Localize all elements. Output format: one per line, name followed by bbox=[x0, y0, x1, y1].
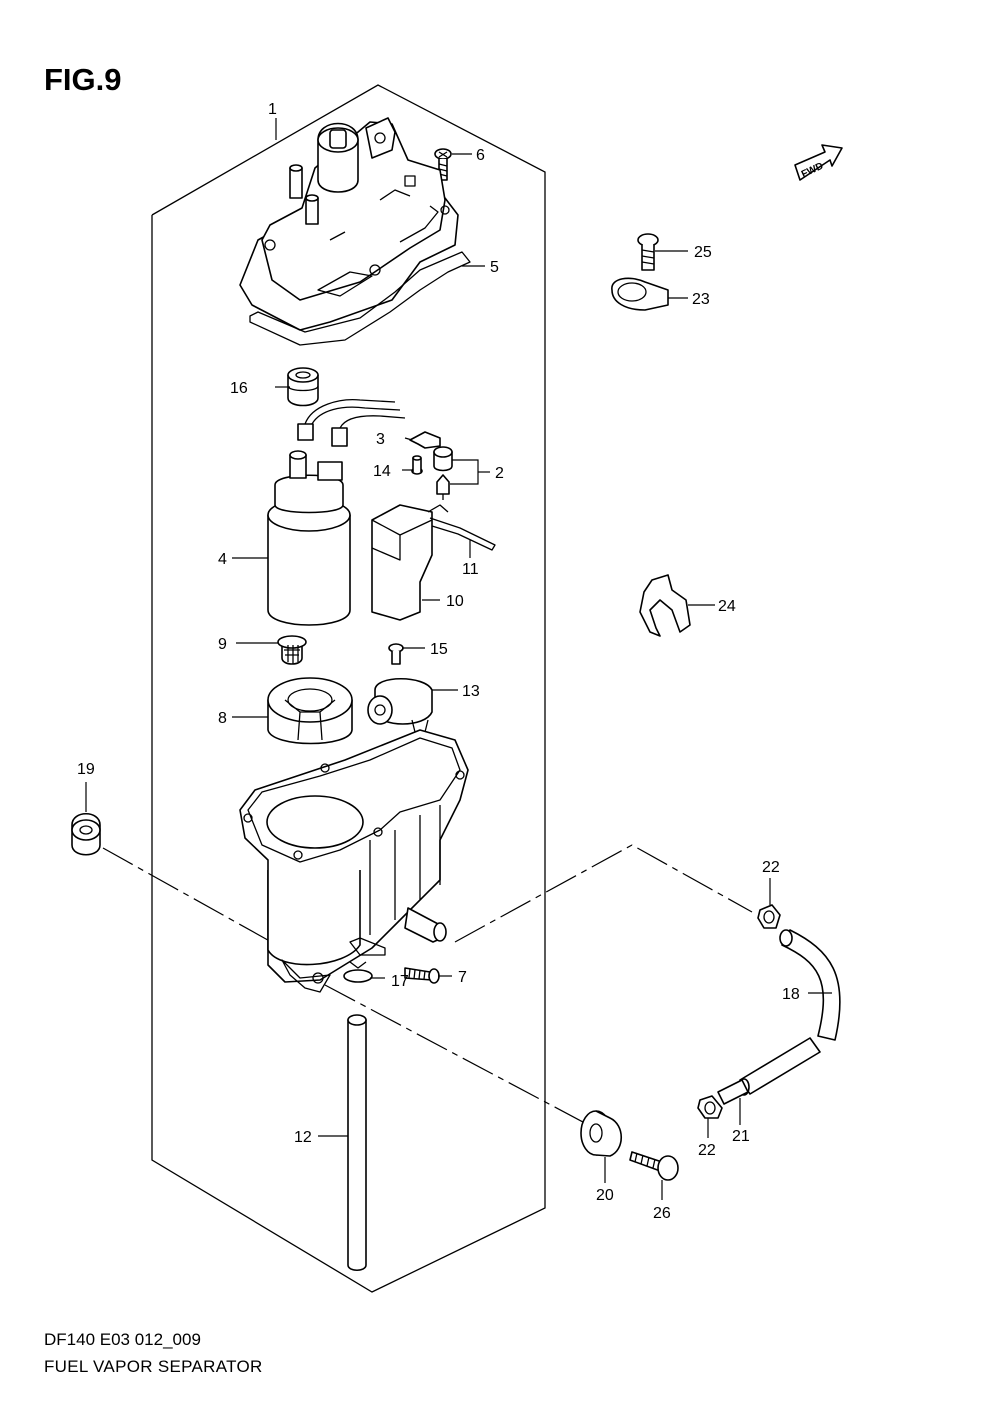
callout-14: 14 bbox=[373, 463, 391, 480]
part-8-holder bbox=[267, 677, 353, 745]
fwd-arrow-icon: FWD bbox=[794, 144, 843, 181]
part-22-clip-lower bbox=[697, 1095, 723, 1119]
callout-22-upper: 22 bbox=[762, 859, 780, 876]
callout-8: 8 bbox=[218, 710, 227, 727]
callout-6: 6 bbox=[476, 147, 485, 164]
callout-10: 10 bbox=[446, 593, 464, 610]
part-24-clamp bbox=[639, 574, 691, 637]
part-1-cover bbox=[239, 117, 459, 331]
part-15-screw bbox=[388, 643, 404, 665]
alignment-lines bbox=[102, 844, 753, 1131]
callout-24: 24 bbox=[718, 598, 736, 615]
part-21-hose bbox=[717, 1037, 821, 1105]
part-22-clip-upper bbox=[757, 904, 781, 929]
callout-labels: 1 6 5 16 3 14 2 4 11 10 9 15 13 8 19 22 … bbox=[77, 101, 800, 1222]
callout-12: 12 bbox=[294, 1129, 312, 1146]
part-9-strainer bbox=[277, 635, 307, 665]
callout-13: 13 bbox=[462, 683, 480, 700]
part-14-screw bbox=[411, 455, 423, 475]
part-23-clamp bbox=[611, 277, 669, 311]
callout-3: 3 bbox=[376, 431, 385, 448]
leader-lines bbox=[85, 118, 832, 1200]
part-10-cover bbox=[371, 504, 433, 621]
callout-23: 23 bbox=[692, 291, 710, 308]
callout-7: 7 bbox=[458, 969, 467, 986]
callout-17: 17 bbox=[391, 973, 409, 990]
callout-16: 16 bbox=[230, 380, 248, 397]
part-5-gasket bbox=[249, 251, 471, 346]
figure-title: FIG.9 bbox=[44, 62, 122, 97]
part-3-bracket bbox=[409, 431, 441, 449]
callout-9: 9 bbox=[218, 636, 227, 653]
separator-body bbox=[239, 729, 469, 993]
part-6-screw bbox=[434, 148, 452, 181]
callout-1: 1 bbox=[268, 101, 277, 118]
callout-5: 5 bbox=[490, 259, 499, 276]
callout-4: 4 bbox=[218, 551, 227, 568]
callout-15: 15 bbox=[430, 641, 448, 658]
callout-18: 18 bbox=[782, 986, 800, 1003]
part-7-screw bbox=[404, 967, 440, 984]
callout-25: 25 bbox=[694, 244, 712, 261]
part-17-oring bbox=[343, 961, 373, 983]
part-11-wire bbox=[427, 504, 496, 551]
callout-11: 11 bbox=[462, 561, 479, 578]
part-20-grommet bbox=[580, 1110, 623, 1157]
callout-19: 19 bbox=[77, 761, 95, 778]
part-16-grommet bbox=[287, 367, 319, 407]
part-12-hose bbox=[347, 1014, 367, 1272]
part-26-bolt bbox=[629, 1151, 679, 1181]
part-18-hose bbox=[779, 929, 841, 1041]
model-code: DF140 E03 012_009 bbox=[44, 1330, 201, 1349]
callout-20: 20 bbox=[596, 1187, 614, 1204]
assembly-outline bbox=[151, 84, 546, 1293]
part-4-fuel-pump bbox=[267, 399, 406, 626]
callout-2: 2 bbox=[495, 465, 504, 482]
callout-26: 26 bbox=[653, 1205, 671, 1222]
part-25-bolt bbox=[637, 233, 659, 271]
part-13-regulator bbox=[367, 677, 433, 733]
figure-caption: FUEL VAPOR SEPARATOR bbox=[44, 1357, 263, 1376]
callout-21: 21 bbox=[732, 1128, 750, 1145]
part-2-fittings bbox=[433, 446, 453, 500]
part-19-grommet bbox=[71, 812, 101, 856]
callout-22-lower: 22 bbox=[698, 1142, 716, 1159]
